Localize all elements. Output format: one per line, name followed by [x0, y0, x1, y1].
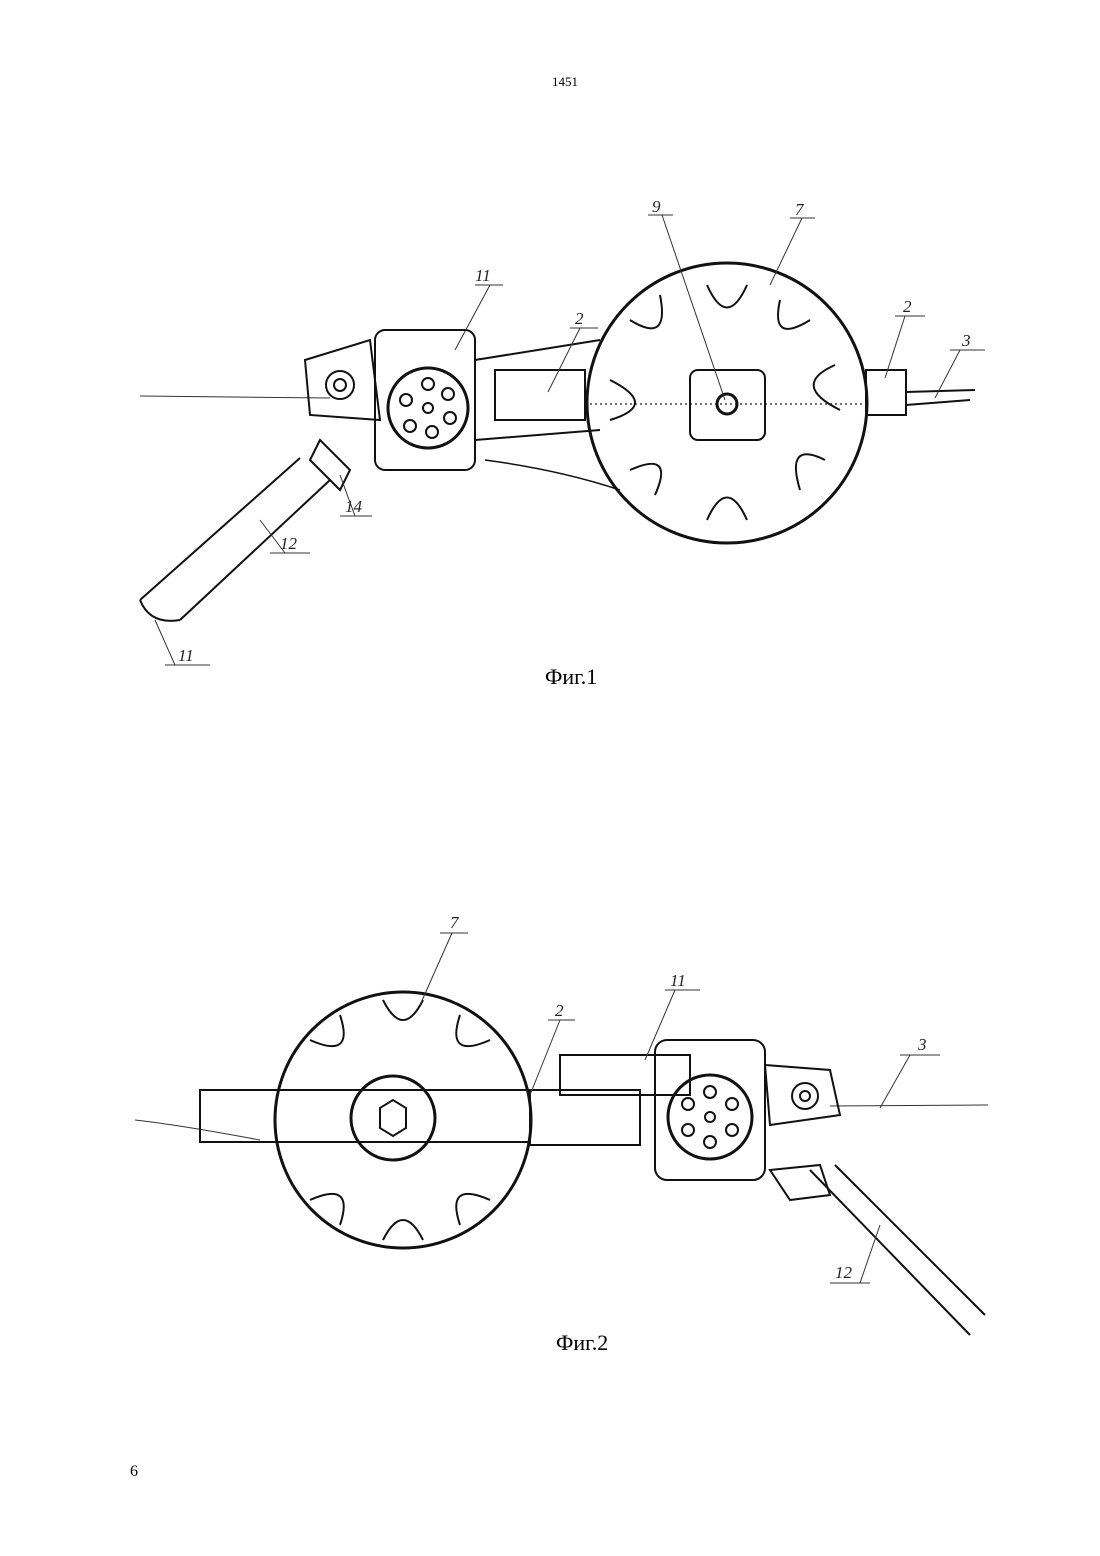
clamp-block [530, 1090, 640, 1145]
callout-14: 14 [345, 497, 363, 516]
wheel-spokes [310, 1000, 490, 1240]
cable-left [135, 1120, 260, 1140]
pulley-right [792, 1083, 818, 1109]
figure-1-drawing: 9 7 11 2 2 3 14 12 11 [0, 180, 1100, 680]
callout-2-right: 2 [903, 297, 912, 316]
callout-7: 7 [795, 200, 805, 219]
figure-1: 9 7 11 2 2 3 14 12 11 [0, 180, 1100, 680]
callout-12: 12 [835, 1263, 853, 1282]
arm-12 [810, 1165, 985, 1335]
callout-11-top: 11 [475, 266, 491, 285]
drive-gear [668, 1075, 752, 1159]
hex-bolt [380, 1100, 406, 1136]
gear-holes [400, 378, 456, 438]
callout-7: 7 [450, 913, 460, 932]
callout-3: 3 [961, 331, 971, 350]
callout-2-mid: 2 [575, 309, 584, 328]
document-number: 1451 [0, 74, 1100, 90]
page-number: 6 [130, 1463, 138, 1481]
callout-12: 12 [280, 534, 298, 553]
right-bracket [866, 370, 906, 415]
callout-11-bottom: 11 [178, 646, 194, 665]
callout-9: 9 [652, 197, 661, 216]
frame-arm [200, 1090, 530, 1142]
wheel-spokes [610, 285, 840, 520]
callout-11: 11 [670, 971, 686, 990]
figure-2-drawing: 7 2 11 3 12 [0, 900, 1100, 1360]
hub [351, 1076, 435, 1160]
callout-3: 3 [917, 1035, 927, 1054]
callout-2: 2 [555, 1001, 564, 1020]
figure-1-caption: Фиг.1 [545, 664, 597, 690]
pulley-left [326, 371, 354, 399]
hub [690, 370, 765, 440]
arm-joint [310, 440, 350, 490]
cable-3 [906, 390, 975, 405]
figure-2: 7 2 11 3 12 [0, 900, 1100, 1360]
wheel-7 [587, 263, 867, 543]
wheel-7 [275, 992, 531, 1248]
hook-11 [140, 600, 180, 621]
cable-3 [830, 1105, 988, 1106]
right-bracket [765, 1065, 840, 1125]
cable-line [140, 396, 330, 398]
figure-2-caption: Фиг.2 [556, 1330, 608, 1356]
arm-12 [140, 458, 330, 620]
clamp-block [495, 370, 585, 420]
